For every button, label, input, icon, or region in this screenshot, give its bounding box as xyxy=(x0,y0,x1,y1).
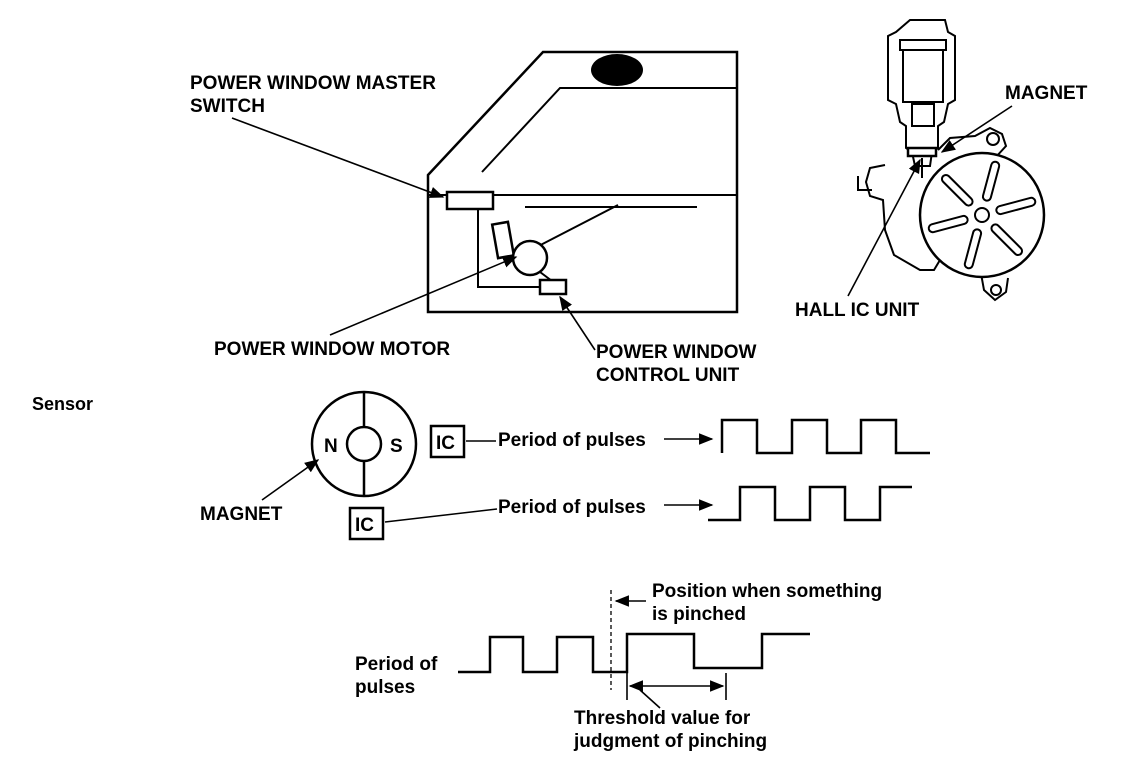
gear-spoke xyxy=(963,228,983,270)
ic-box-1 xyxy=(429,424,466,459)
period-label-line1: Period of xyxy=(355,654,438,675)
door-illustration xyxy=(426,50,739,314)
pole-n-label: N xyxy=(324,436,338,457)
threshold-label-line1: Threshold value for xyxy=(574,708,751,729)
motor-connector-box xyxy=(490,220,516,260)
gear-spoke xyxy=(927,214,969,234)
gear-spoke xyxy=(981,160,1001,202)
threshold-label-line2: judgment of pinching xyxy=(573,731,767,752)
period-label-line2: pulses xyxy=(355,677,415,698)
motor-arrow xyxy=(329,256,518,336)
magnet-label-sensor: MAGNET xyxy=(200,504,283,525)
motor-assembly-illustration xyxy=(857,19,1046,302)
motor-label: POWER WINDOW MOTOR xyxy=(214,339,450,360)
ic-label-2: IC xyxy=(355,515,374,536)
control-unit-label-line2: CONTROL UNIT xyxy=(596,365,740,386)
master-switch-label-line2: SWITCH xyxy=(190,96,265,117)
position-label-line2: is pinched xyxy=(652,604,746,625)
position-label-line1: Position when something xyxy=(652,581,882,602)
master-switch-box xyxy=(445,190,495,211)
master-switch-arrow xyxy=(231,117,445,198)
control-unit-box xyxy=(538,278,568,296)
pulse-wave-2 xyxy=(708,485,912,522)
master-switch-label-line1: POWER WINDOW MASTER xyxy=(190,73,436,94)
hall-ic-arrow xyxy=(847,158,921,297)
control-unit-arrow xyxy=(559,295,596,351)
pulse-wave-1 xyxy=(720,418,930,455)
sensor-magnet-ring xyxy=(310,390,418,498)
magnet-sensor-arrow xyxy=(261,459,320,501)
sensor-title: Sensor xyxy=(32,394,93,414)
control-unit-label-line1: POWER WINDOW xyxy=(596,342,756,363)
gear-spoke xyxy=(995,196,1037,216)
pulse-label-1: Period of pulses xyxy=(498,430,646,451)
ic2-connector xyxy=(384,508,498,523)
magnet-top-arrow xyxy=(940,105,1013,153)
pinch-pulse-wave xyxy=(458,632,810,674)
hall-ic-label: HALL IC UNIT xyxy=(795,300,920,321)
motor-icon xyxy=(511,239,549,277)
ic-label-1: IC xyxy=(436,433,455,454)
magnet-label-top: MAGNET xyxy=(1005,83,1088,104)
pulse-label-2: Period of pulses xyxy=(498,497,646,518)
threshold-leader xyxy=(639,689,661,709)
door-mirror-icon xyxy=(591,54,643,86)
ic-box-2 xyxy=(348,506,385,541)
pole-s-label: S xyxy=(390,436,403,457)
gear-spoke xyxy=(990,223,1024,257)
motor-magnet-icon xyxy=(906,146,938,158)
gear-spoke xyxy=(940,173,974,207)
